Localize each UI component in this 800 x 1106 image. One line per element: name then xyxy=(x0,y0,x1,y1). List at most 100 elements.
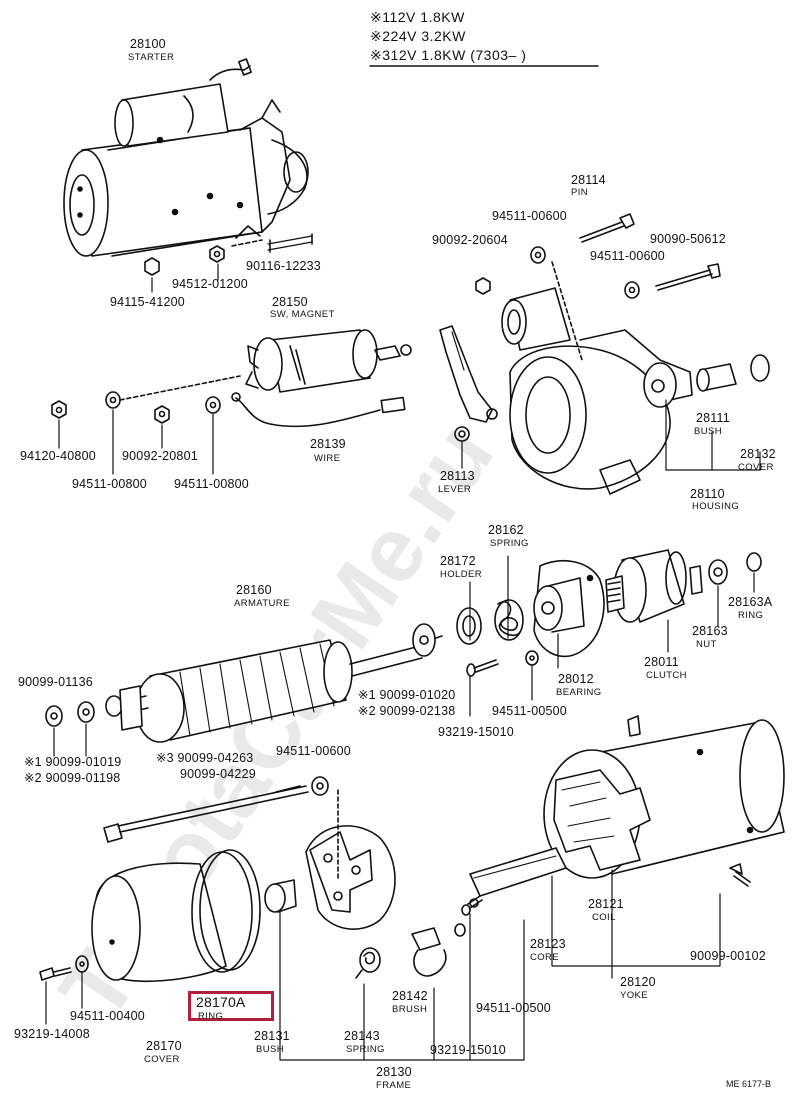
armature-washers-drawing xyxy=(45,701,95,727)
wire-drawing xyxy=(231,392,406,428)
part-number: ※2 90099-02138 xyxy=(358,704,456,718)
part-name: COVER xyxy=(738,462,774,473)
yoke-screw-drawing xyxy=(729,863,751,887)
part-number: 94120-40800 xyxy=(20,449,96,463)
switch-hardware-drawing xyxy=(51,375,241,424)
part-name: BEARING xyxy=(556,687,602,698)
part-name: BRUSH xyxy=(392,1004,428,1015)
part-number: 28142 xyxy=(392,989,428,1003)
part-name: LEVER xyxy=(438,484,472,495)
part-number: 90090-50612 xyxy=(650,232,726,246)
part-number: 94511-00400 xyxy=(70,1009,145,1023)
part-name: NUT xyxy=(696,639,717,650)
part-number: 28170 xyxy=(146,1039,182,1053)
part-number: 28123 xyxy=(530,937,566,951)
part-number: 94511-00500 xyxy=(476,1001,551,1015)
lever-drawing xyxy=(439,325,498,442)
part-number: 28130 xyxy=(376,1065,412,1079)
spec-line-2: ※224V 3.2KW xyxy=(370,28,466,44)
part-number: 28139 xyxy=(310,437,346,451)
part-number: 93219-14008 xyxy=(14,1027,90,1041)
part-number: 28012 xyxy=(558,672,594,686)
part-number: 28162 xyxy=(488,523,524,537)
part-number: 28113 xyxy=(440,469,475,483)
part-number: 28143 xyxy=(344,1029,380,1043)
bush-cover-drawing xyxy=(696,354,770,392)
part-name: HOUSING xyxy=(692,501,740,512)
part-number: 28163 xyxy=(692,624,728,638)
part-number: 93219-15010 xyxy=(430,1043,506,1057)
part-name: ARMATURE xyxy=(234,598,290,609)
part-name: RING xyxy=(738,610,764,621)
part-number: 28170A xyxy=(196,994,246,1010)
through-bolt-drawing xyxy=(103,785,309,843)
part-name: COVER xyxy=(144,1054,180,1065)
part-number: 90099-01136 xyxy=(18,675,93,689)
part-number: 28150 xyxy=(272,295,308,309)
part-number: 94511-00500 xyxy=(492,704,567,718)
part-number: 28110 xyxy=(690,487,725,501)
part-name: YOKE xyxy=(620,990,648,1001)
part-number: 28111 xyxy=(696,411,730,425)
part-name: CORE xyxy=(530,952,560,963)
part-number: 94511-00800 xyxy=(174,477,249,491)
part-name: BUSH xyxy=(256,1044,284,1055)
part-number: 90099-00102 xyxy=(690,949,766,963)
armature-drawing xyxy=(105,623,443,743)
part-number: 28120 xyxy=(620,975,656,989)
clutch-hardware-drawing xyxy=(466,650,539,677)
part-number: 90116-12233 xyxy=(246,259,321,273)
nut-ring-drawing xyxy=(708,552,762,585)
part-number: 94115-41200 xyxy=(110,295,185,309)
frame-drawing xyxy=(305,776,396,930)
part-number: 28172 xyxy=(440,554,476,568)
part-name: SPRING xyxy=(490,538,529,549)
part-number: 28160 xyxy=(236,583,272,597)
part-name: WIRE xyxy=(314,453,341,464)
part-name: SW, MAGNET xyxy=(270,309,335,320)
part-number: ※3 90099-04263 xyxy=(156,751,254,765)
housing-drawing xyxy=(501,287,693,495)
part-number: 94511-00600 xyxy=(276,744,351,758)
part-number: 28011 xyxy=(644,655,679,669)
starter-hardware-drawing xyxy=(144,233,313,276)
part-number: ※1 90099-01020 xyxy=(358,688,456,702)
highlight-box xyxy=(188,991,274,1021)
part-number: 28163A xyxy=(728,595,773,609)
pin-bolts-drawing xyxy=(475,213,721,361)
part-number: 90099-04229 xyxy=(180,767,256,781)
part-name: FRAME xyxy=(376,1080,412,1091)
part-name: BUSH xyxy=(694,426,722,437)
brush-drawing xyxy=(411,923,466,977)
yoke-drawing xyxy=(469,715,785,897)
part-name: COIL xyxy=(592,912,616,923)
part-name: HOLDER xyxy=(440,569,482,580)
part-number: ※1 90099-01019 xyxy=(24,755,122,769)
frame-screw-drawing xyxy=(461,895,483,916)
part-name: PIN xyxy=(571,187,589,198)
part-number: 28132 xyxy=(740,447,776,461)
part-number: 93219-15010 xyxy=(438,725,514,739)
bearing-plate-drawing xyxy=(533,559,605,658)
clutch-drawing xyxy=(605,549,703,623)
holder-spring-drawing xyxy=(456,599,524,645)
brush-spring-drawing xyxy=(355,947,381,979)
part-name: STARTER xyxy=(128,52,175,63)
part-name: CLUTCH xyxy=(646,670,687,681)
part-number: 90092-20801 xyxy=(122,449,198,463)
part-number: 28114 xyxy=(571,173,606,187)
part-number: 28131 xyxy=(254,1029,290,1043)
spec-line-1: ※112V 1.8KW xyxy=(370,9,465,25)
cover-drawing xyxy=(91,849,261,983)
part-number: 94511-00600 xyxy=(492,209,567,223)
part-name: SPRING xyxy=(346,1044,385,1055)
part-number: 28100 xyxy=(130,37,166,51)
part-number: 90092-20604 xyxy=(432,233,508,247)
cover-hardware-drawing xyxy=(39,879,297,981)
reference-code: ME 6177-B xyxy=(726,1079,772,1089)
part-number: 94512-01200 xyxy=(172,277,248,291)
starter-drawing xyxy=(63,58,309,257)
magnet-switch-drawing xyxy=(245,329,412,393)
